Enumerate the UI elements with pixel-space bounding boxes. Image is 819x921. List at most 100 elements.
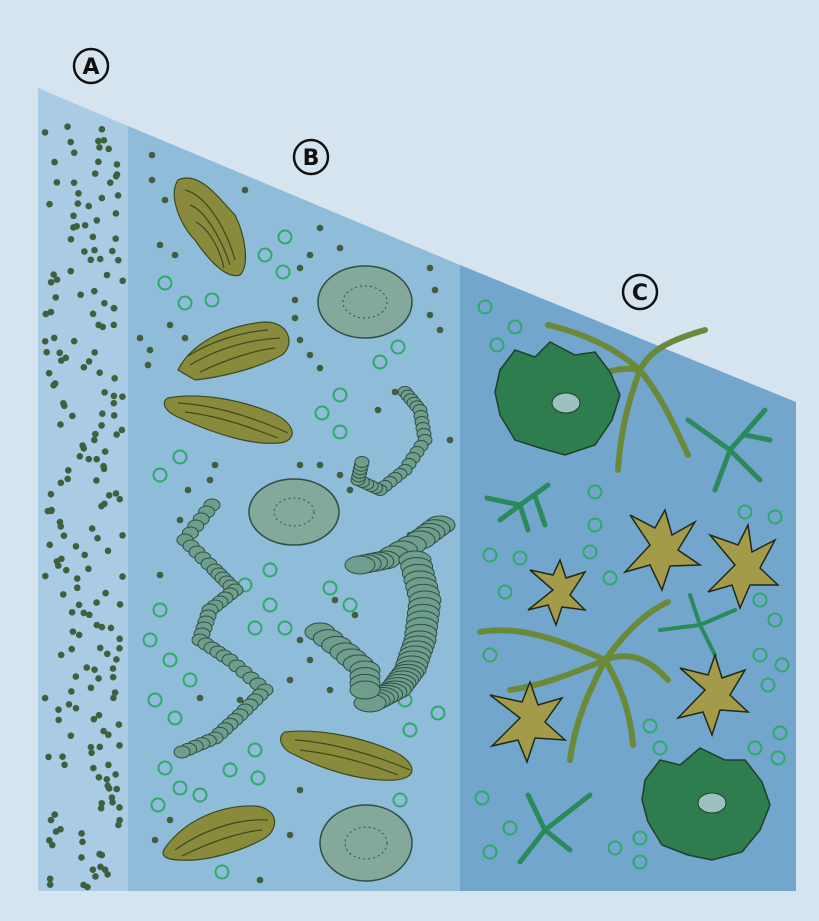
small-dot-icon (67, 139, 74, 146)
small-dot-icon (91, 437, 98, 444)
small-dot-icon (74, 584, 81, 591)
small-dot-icon (58, 556, 65, 563)
small-dot-icon (89, 525, 96, 532)
round-ribbed-disc-icon (318, 266, 412, 338)
small-dot-icon (119, 573, 126, 580)
small-dot-icon (86, 611, 93, 618)
small-dot-icon (54, 276, 61, 283)
small-dot-icon (48, 309, 55, 316)
small-dot-icon (242, 187, 249, 194)
small-dot-icon (157, 242, 164, 249)
small-dot-icon (42, 338, 49, 345)
small-dot-icon (149, 177, 156, 184)
small-dot-icon (57, 523, 64, 530)
small-dot-icon (307, 657, 314, 664)
small-dot-icon (45, 754, 52, 761)
small-dot-icon (85, 456, 92, 463)
small-dot-icon (60, 400, 67, 407)
small-dot-icon (111, 400, 118, 407)
small-dot-icon (55, 706, 62, 713)
small-dot-icon (48, 507, 55, 514)
small-dot-icon (287, 832, 294, 839)
small-dot-icon (92, 431, 99, 438)
small-dot-icon (112, 235, 119, 242)
small-dot-icon (167, 817, 174, 824)
small-dot-icon (47, 881, 54, 888)
small-dot-icon (116, 496, 123, 503)
small-dot-icon (95, 675, 102, 682)
small-dot-icon (162, 197, 169, 204)
small-dot-icon (91, 247, 98, 254)
small-dot-icon (82, 222, 89, 229)
small-dot-icon (48, 279, 55, 286)
small-dot-icon (70, 628, 77, 635)
small-dot-icon (297, 265, 304, 272)
small-dot-icon (297, 787, 304, 794)
small-dot-icon (110, 665, 117, 672)
small-dot-icon (93, 599, 100, 606)
small-dot-icon (111, 375, 118, 382)
small-dot-icon (432, 287, 439, 294)
small-dot-icon (85, 203, 92, 210)
small-dot-icon (47, 876, 54, 883)
small-dot-icon (78, 830, 85, 837)
small-dot-icon (48, 491, 55, 498)
small-dot-icon (64, 476, 71, 483)
small-dot-icon (105, 547, 112, 554)
small-dot-icon (99, 195, 106, 202)
small-dot-icon (54, 179, 61, 186)
small-dot-icon (307, 352, 314, 359)
small-dot-icon (119, 277, 126, 284)
small-dot-icon (96, 369, 103, 376)
small-dot-icon (292, 315, 299, 322)
small-dot-icon (307, 252, 314, 259)
small-dot-icon (61, 532, 68, 539)
small-dot-icon (91, 716, 98, 723)
small-dot-icon (111, 305, 118, 312)
small-dot-icon (90, 866, 97, 873)
small-dot-icon (68, 236, 75, 243)
small-dot-icon (113, 490, 120, 497)
small-dot-icon (67, 268, 74, 275)
small-dot-icon (61, 761, 68, 768)
small-dot-icon (95, 158, 102, 165)
small-dot-icon (437, 327, 444, 334)
small-dot-icon (113, 173, 120, 180)
small-dot-icon (119, 532, 126, 539)
small-dot-icon (70, 212, 77, 219)
small-dot-icon (73, 543, 80, 550)
small-dot-icon (75, 200, 82, 207)
small-dot-icon (116, 645, 123, 652)
small-dot-icon (113, 786, 120, 793)
small-dot-icon (99, 126, 106, 133)
small-dot-icon (52, 294, 59, 301)
small-dot-icon (71, 149, 78, 156)
small-dot-icon (87, 257, 94, 264)
small-dot-icon (110, 695, 117, 702)
small-dot-icon (93, 477, 100, 484)
small-dot-icon (212, 462, 219, 469)
small-dot-icon (111, 412, 118, 419)
small-dot-icon (58, 479, 65, 486)
zone-a (38, 88, 128, 891)
small-dot-icon (117, 601, 124, 608)
small-dot-icon (427, 265, 434, 272)
small-dot-icon (51, 811, 58, 818)
small-dot-icon (96, 744, 103, 751)
small-dot-icon (257, 877, 264, 884)
small-dot-icon (332, 597, 339, 604)
small-dot-icon (427, 312, 434, 319)
small-dot-icon (66, 701, 73, 708)
small-dot-icon (76, 602, 83, 609)
small-dot-icon (63, 567, 70, 574)
small-dot-icon (42, 695, 49, 702)
small-dot-icon (85, 566, 92, 573)
small-dot-icon (79, 442, 86, 449)
small-dot-icon (337, 472, 344, 479)
small-dot-icon (49, 842, 56, 849)
small-dot-icon (99, 624, 106, 631)
small-dot-icon (71, 179, 78, 186)
small-dot-icon (116, 817, 123, 824)
small-dot-icon (101, 300, 108, 307)
